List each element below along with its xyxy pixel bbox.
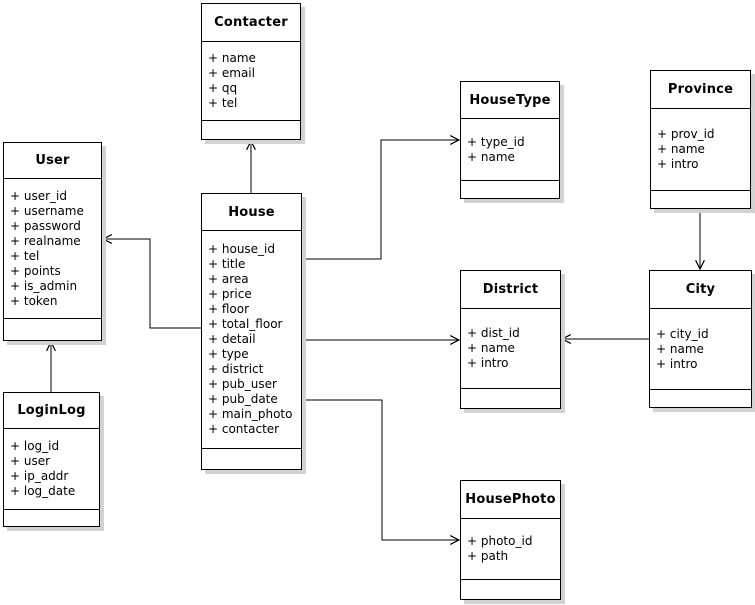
attribute: + intro [656,356,698,371]
entity-title: HouseType [461,82,559,119]
entity-attributes: + photo_id+ path [461,519,560,580]
attribute: + title [208,257,246,271]
entity-methods-compartment [461,580,560,599]
entity-attributes: + house_id+ title+ area+ price+ floor+ t… [202,231,301,449]
attribute: + password [10,218,81,233]
connector-house-housephoto[interactable] [302,399,459,540]
attribute: + intro [467,356,509,370]
entity-title: Province [651,71,750,109]
entity-methods-compartment [651,191,750,208]
attribute: + main_photo [208,407,293,421]
entity-title: Contacter [202,4,300,42]
attribute: + username [10,203,84,218]
entity-attributes: + user_id+ username+ password+ realname+… [4,179,101,319]
attribute: + tel [10,248,40,263]
entity-methods-compartment [4,319,101,340]
attribute: + price [208,287,252,301]
attribute: + city_id [656,326,709,341]
connector-house-housetype[interactable] [302,140,459,260]
attribute: + intro [657,157,699,171]
attribute: + name [657,142,705,156]
attribute: + dist_id [467,326,520,340]
entity-housephoto[interactable]: HousePhoto + photo_id+ path [460,480,561,600]
attribute: + path [467,549,509,563]
attribute: + detail [208,332,256,346]
attribute: + prov_id [657,127,715,141]
attribute: + type [208,347,249,361]
entity-loginlog[interactable]: LoginLog + log_id+ user+ ip_addr+ log_da… [3,392,100,527]
entity-title: District [461,271,560,309]
attribute: + user_id [10,188,67,203]
connector-house-user[interactable] [103,239,201,329]
attribute: + token [10,293,58,308]
entity-house[interactable]: House + house_id+ title+ area+ price+ fl… [201,193,302,470]
entity-methods-compartment [202,449,301,469]
entity-title: HousePhoto [461,481,560,519]
attribute: + is_admin [10,278,78,293]
attribute: + name [208,51,256,65]
entity-methods-compartment [461,181,559,198]
entity-city[interactable]: City + city_id+ name+ intro [649,270,752,408]
entity-user[interactable]: User + user_id+ username+ password+ real… [3,142,102,341]
attribute: + pub_date [208,392,278,406]
entity-methods-compartment [650,390,751,407]
attribute: + type_id [467,134,525,149]
attribute: + qq [208,81,238,95]
entity-contacter[interactable]: Contacter + name+ email+ qq+ tel [201,3,301,140]
attribute: + user [10,454,51,468]
entity-district[interactable]: District + dist_id+ name+ intro [460,270,561,409]
attribute: + realname [10,233,81,248]
attribute: + floor [208,302,250,316]
entity-attributes: + name+ email+ qq+ tel [202,42,300,121]
attribute: + log_id [10,439,60,453]
attribute: + name [656,341,704,356]
attribute: + name [467,341,515,355]
attribute: + photo_id [467,534,533,548]
attribute: + log_date [10,484,76,498]
entity-attributes: + city_id+ name+ intro [650,309,751,390]
attribute: + total_floor [208,317,283,331]
entity-title: House [202,194,301,231]
entity-methods-compartment [4,510,99,526]
attribute: + email [208,66,255,80]
attribute: + house_id [208,242,276,256]
entity-attributes: + type_id+ name [461,119,559,181]
entity-title: City [650,271,751,309]
entity-title: User [4,143,101,179]
entity-attributes: + prov_id+ name+ intro [651,109,750,191]
attribute: + district [208,362,264,376]
entity-title: LoginLog [4,393,99,429]
attribute: + contacter [208,422,280,436]
entity-methods-compartment [202,121,300,139]
attribute: + pub_user [208,377,277,391]
entity-province[interactable]: Province + prov_id+ name+ intro [650,70,751,209]
attribute: + name [467,149,515,164]
attribute: + tel [208,96,238,110]
attribute: + area [208,272,249,286]
attribute: + points [10,263,61,278]
attribute: + ip_addr [10,469,69,483]
entity-attributes: + dist_id+ name+ intro [461,309,560,389]
entity-housetype[interactable]: HouseType + type_id+ name [460,81,560,199]
entity-attributes: + log_id+ user+ ip_addr+ log_date [4,429,99,510]
entity-methods-compartment [461,389,560,408]
